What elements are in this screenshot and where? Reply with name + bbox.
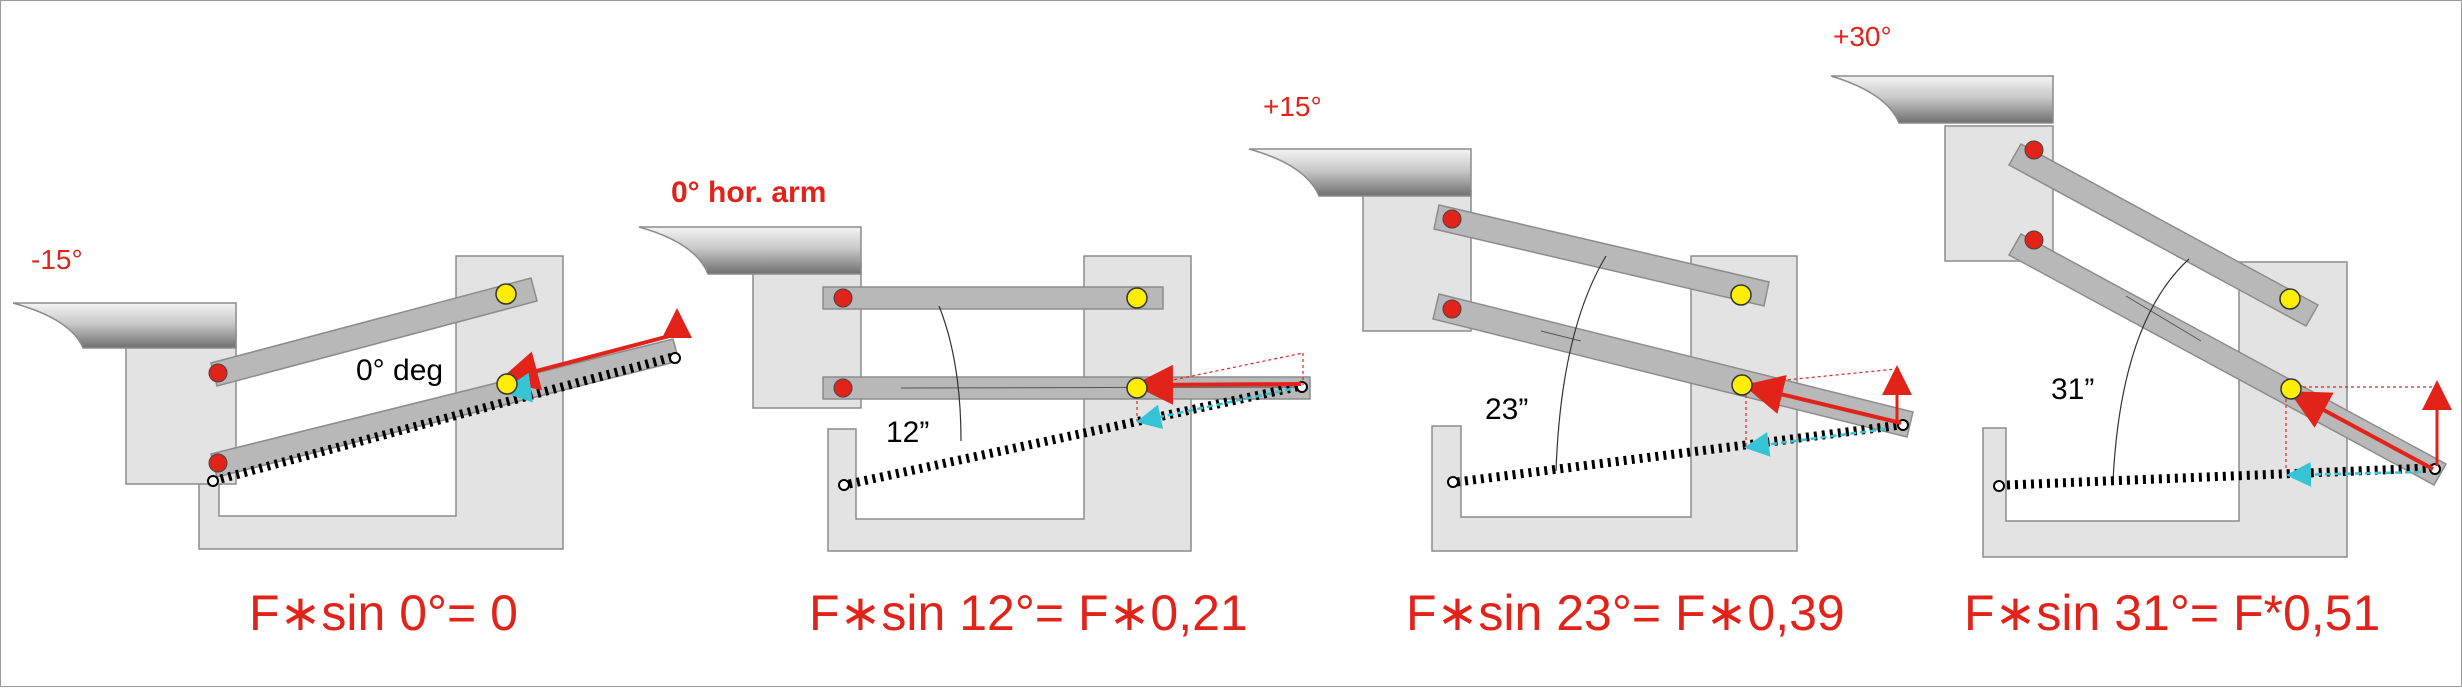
formula-panel-3: F∗sin 23°= F∗0,39 <box>1406 585 1845 641</box>
cyan-arrow <box>2286 462 2422 488</box>
spring-end <box>207 475 219 487</box>
panel-1 <box>12 255 692 550</box>
spring <box>848 381 1302 489</box>
degree-label-panel-1: 0° deg <box>356 354 444 387</box>
degree-label-panel-3: 23” <box>1485 393 1529 426</box>
center-line <box>2125 295 2202 342</box>
pivot-yellow <box>1730 284 1752 306</box>
force-dotted <box>1138 352 1304 388</box>
formula-panel-2: F∗sin 12°= F∗0,21 <box>809 585 1248 641</box>
force-arrow <box>1133 364 1302 405</box>
spring-end <box>669 352 681 364</box>
pivot-red <box>833 288 853 308</box>
spring-end <box>1447 476 1459 488</box>
force-arrow <box>2288 391 2434 471</box>
spring-end <box>1993 480 2005 492</box>
force-dotted <box>1745 368 1897 385</box>
angle-label-panel-3: +15° <box>1263 91 1322 122</box>
force-arrow <box>1743 375 1902 425</box>
pivot-yellow <box>1731 374 1753 396</box>
angle-label-panel-1: -15° <box>31 244 83 275</box>
lamp-shade <box>12 302 237 349</box>
spring-end <box>838 479 850 491</box>
upper-arm <box>2007 142 2320 328</box>
pivot-red <box>833 378 853 398</box>
pivot-yellow <box>495 283 517 305</box>
support-bracket <box>1982 261 2348 558</box>
degree-label-panel-2: 12” <box>886 416 930 449</box>
panel-3 <box>1248 148 1914 552</box>
angle-label-panel-2: 0° hor. arm <box>671 176 827 209</box>
center-line <box>1540 330 1582 342</box>
pivot-yellow <box>496 373 518 395</box>
spring <box>2006 463 2432 490</box>
angle-label-panel-4: +30° <box>1833 21 1892 52</box>
support-bracket <box>1431 255 1798 552</box>
angle-arc <box>1555 255 1607 472</box>
center-line <box>900 386 1302 389</box>
support-bracket <box>827 255 1192 552</box>
lower-arm <box>1432 293 1914 438</box>
pivot-red <box>1442 299 1462 319</box>
degree-label-panel-4: 31” <box>2051 373 2095 406</box>
pivot-red <box>208 453 228 473</box>
formula-panel-1: F∗sin 0°= 0 <box>249 585 518 641</box>
panel-2 <box>638 226 1311 552</box>
cyan-arrow <box>1136 387 1292 430</box>
pivot-red <box>2024 230 2044 250</box>
pivot-red <box>208 363 228 383</box>
force-arrow <box>498 332 678 391</box>
upper-arm <box>822 286 1164 310</box>
pivot-yellow <box>1126 377 1148 399</box>
pivot-yellow <box>2280 378 2302 400</box>
angle-arc <box>2112 258 2190 482</box>
panel-4 <box>1830 75 2452 558</box>
lamp-shade <box>1248 148 1472 197</box>
lamp-shade <box>638 226 862 275</box>
cyan-arrow <box>1744 427 1887 457</box>
pivot-yellow <box>1126 287 1148 309</box>
lamp-shade <box>1830 75 2054 124</box>
spring <box>1456 420 1902 487</box>
pivot-red <box>2024 140 2044 160</box>
upper-arm <box>1433 204 1770 307</box>
pivot-yellow <box>2279 288 2301 310</box>
pivot-red <box>1442 209 1462 229</box>
angle-arc <box>938 305 962 442</box>
formula-panel-4: F∗sin 31°= F*0,51 <box>1964 585 2381 641</box>
